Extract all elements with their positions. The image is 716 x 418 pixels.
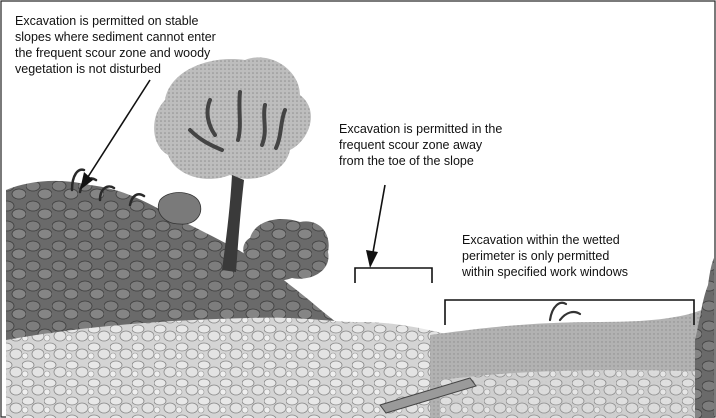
arrowhead-scour: [366, 250, 378, 268]
shrub-small: [158, 193, 201, 225]
shrub: [243, 219, 328, 281]
bracket-frequent-scour: [355, 268, 432, 283]
snag: [550, 303, 580, 320]
annotation-wetted-perimeter: Excavation within the wetted perimeter i…: [462, 232, 712, 280]
annotation-stable-slopes: Excavation is permitted on stable slopes…: [15, 13, 315, 77]
streambed-gravel: [440, 370, 712, 418]
arrow-stable-slopes: [86, 80, 150, 180]
arrow-frequent-scour: [372, 185, 385, 258]
annotation-frequent-scour: Excavation is permitted in the frequent …: [339, 121, 569, 169]
right-bank: [695, 258, 714, 418]
